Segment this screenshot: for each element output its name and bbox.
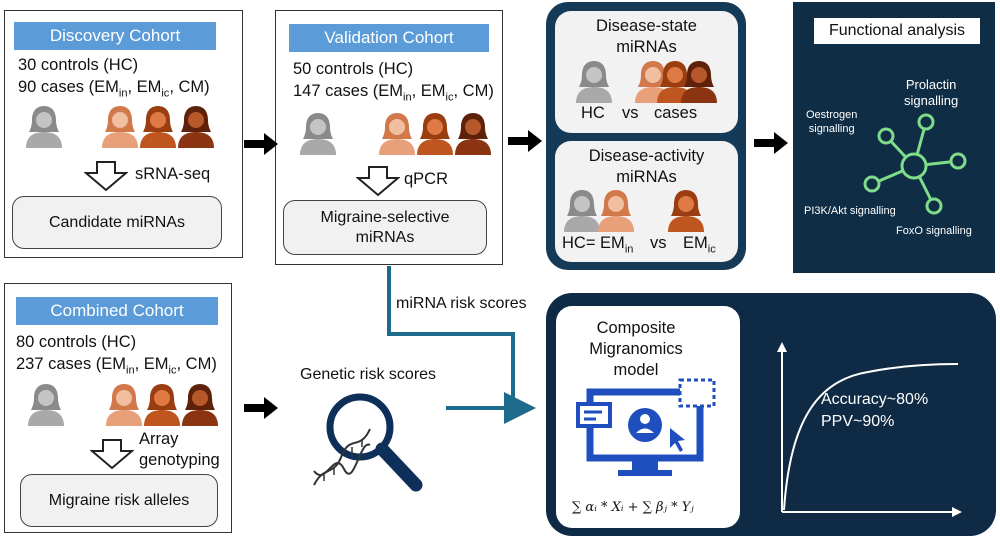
- discovery-result-box: Candidate miRNAs: [12, 196, 222, 249]
- disease-state-hc-label: HC: [581, 104, 605, 122]
- functional-analysis-title: Functional analysis: [814, 18, 980, 44]
- disease-state-hc-person-icon: [574, 59, 614, 103]
- disease-activity-right-label: EMic: [683, 234, 716, 256]
- disease-activity-emic-person-icon: [666, 188, 706, 232]
- disease-state-vs-label: vs: [622, 104, 639, 122]
- arrow-right-icon: [244, 397, 278, 419]
- combined-cohort-title: Combined Cohort: [16, 297, 218, 325]
- arrow-right-icon: [754, 132, 788, 154]
- combined-controls: 80 controls (HC): [16, 333, 137, 351]
- validation-method-label: qPCR: [404, 170, 449, 188]
- combined-down-arrow-icon: [90, 438, 134, 470]
- validation-hc-person-icon: [298, 111, 338, 155]
- pathway-network-icon: [863, 113, 967, 215]
- discovery-cohort-title: Discovery Cohort: [14, 22, 216, 50]
- discovery-controls: 30 controls (HC): [18, 56, 139, 74]
- disease-state-cases-label: cases: [654, 104, 698, 122]
- discovery-case-person-icon: [176, 104, 216, 148]
- model-accuracy: Accuracy~80%: [821, 391, 929, 408]
- discovery-case-person-icon: [100, 104, 140, 148]
- node-pi3k-label: PI3K/Akt signalling: [804, 205, 896, 217]
- model-ppv: PPV~90%: [821, 413, 895, 430]
- disease-activity-emin-person-icon: [596, 188, 636, 232]
- dna-magnifier-icon: [313, 393, 423, 492]
- validation-case-person-icon: [453, 111, 493, 155]
- validation-case-person-icon: [415, 111, 455, 155]
- discovery-method-label: sRNA-seq: [135, 165, 211, 183]
- validation-case-person-icon: [377, 111, 417, 155]
- monitor-user-icon: [576, 378, 716, 476]
- validation-controls: 50 controls (HC): [293, 60, 414, 78]
- arrow-right-icon: [244, 133, 278, 155]
- discovery-hc-person-icon: [24, 104, 64, 148]
- genetic-risk-scores-label: Genetic risk scores: [300, 366, 437, 383]
- validation-cohort-title: Validation Cohort: [289, 24, 489, 52]
- combined-case-person-icon: [142, 382, 182, 426]
- discovery-cases: 90 cases (EMin, EMic, CM): [18, 78, 210, 100]
- arrow-right-icon: [508, 130, 542, 152]
- node-foxo-label: FoxO signalling: [896, 225, 972, 237]
- model-formula: ∑ αᵢ * Xᵢ + ∑ βⱼ * Yⱼ: [572, 500, 694, 515]
- validation-cases: 147 cases (EMin, EMic, CM): [293, 82, 494, 104]
- discovery-case-person-icon: [138, 104, 178, 148]
- combined-hc-person-icon: [26, 382, 66, 426]
- combined-case-person-icon: [104, 382, 144, 426]
- performance-curve-chart: [777, 342, 962, 517]
- disease-activity-left-label: HC= EMin: [562, 234, 634, 256]
- disease-activity-vs-label: vs: [650, 234, 667, 252]
- combined-result-box: Migraine risk alleles: [20, 474, 218, 527]
- disease-state-case-person-icon: [679, 59, 719, 103]
- validation-down-arrow-icon: [356, 165, 400, 197]
- combined-cases: 237 cases (EMin, EMic, CM): [16, 355, 217, 377]
- mirna-risk-scores-label: miRNA risk scores: [396, 295, 527, 312]
- discovery-down-arrow-icon: [84, 160, 128, 192]
- combined-case-person-icon: [180, 382, 220, 426]
